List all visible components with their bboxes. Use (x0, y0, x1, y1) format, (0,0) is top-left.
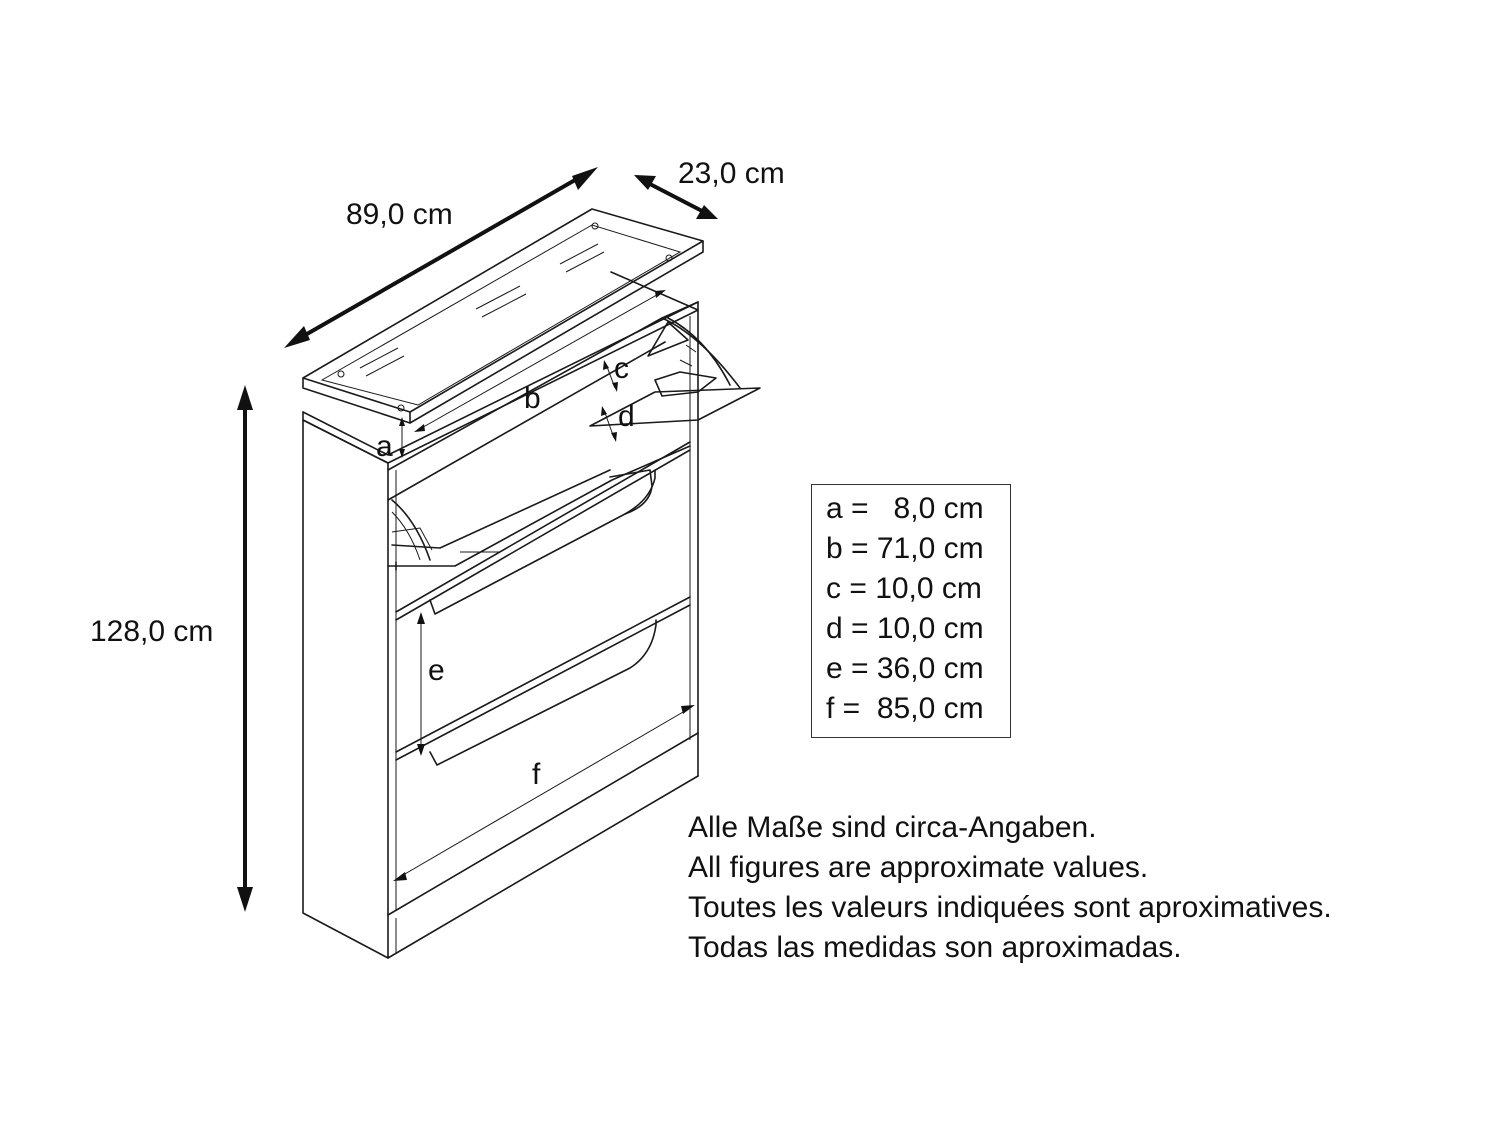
part-a-label: a (376, 430, 393, 463)
height-label: 128,0 cm (90, 615, 213, 648)
legend-row-e: e = 36,0 cm (826, 652, 984, 685)
legend-row-d: d = 10,0 cm (826, 612, 984, 645)
part-d-label: d (618, 400, 635, 433)
width-label: 89,0 cm (346, 198, 453, 231)
approximate-values-note: Alle Maße sind circa-Angaben. All figure… (688, 808, 1468, 968)
note-german: Alle Maße sind circa-Angaben. (688, 811, 1097, 844)
part-e-label: e (428, 654, 445, 687)
dimension-legend: a = 8,0 cm b = 71,0 cm c = 10,0 cm d = 1… (811, 484, 1011, 738)
legend-row-c: c = 10,0 cm (826, 572, 982, 605)
dim-b-marker (414, 290, 666, 432)
dim-a-marker (399, 417, 405, 458)
depth-arrow (634, 175, 718, 219)
top-shelf (302, 208, 704, 424)
bottom-drawer (395, 612, 691, 910)
note-spanish: Todas las medidas son aproximadas. (688, 931, 1182, 964)
legend-row-a: a = 8,0 cm (826, 492, 984, 525)
note-french: Toutes les valeurs indiquées sont aproxi… (688, 891, 1332, 924)
middle-drawer (395, 441, 691, 766)
depth-label: 23,0 cm (678, 157, 785, 190)
part-c-label: c (614, 352, 629, 385)
dim-e-marker (417, 612, 425, 756)
legend-row-b: b = 71,0 cm (826, 532, 984, 565)
dim-c-marker (603, 360, 618, 392)
note-english: All figures are approximate values. (688, 851, 1149, 884)
legend-row-f: f = 85,0 cm (826, 692, 984, 725)
part-f-label: f (532, 758, 541, 791)
dim-f-marker (393, 705, 695, 881)
dim-d-marker (601, 406, 617, 442)
upper-flap-open (387, 301, 761, 571)
cabinet-body (302, 271, 699, 959)
width-arrow (284, 167, 598, 348)
part-b-label: b (524, 382, 541, 415)
height-arrow (237, 385, 253, 912)
